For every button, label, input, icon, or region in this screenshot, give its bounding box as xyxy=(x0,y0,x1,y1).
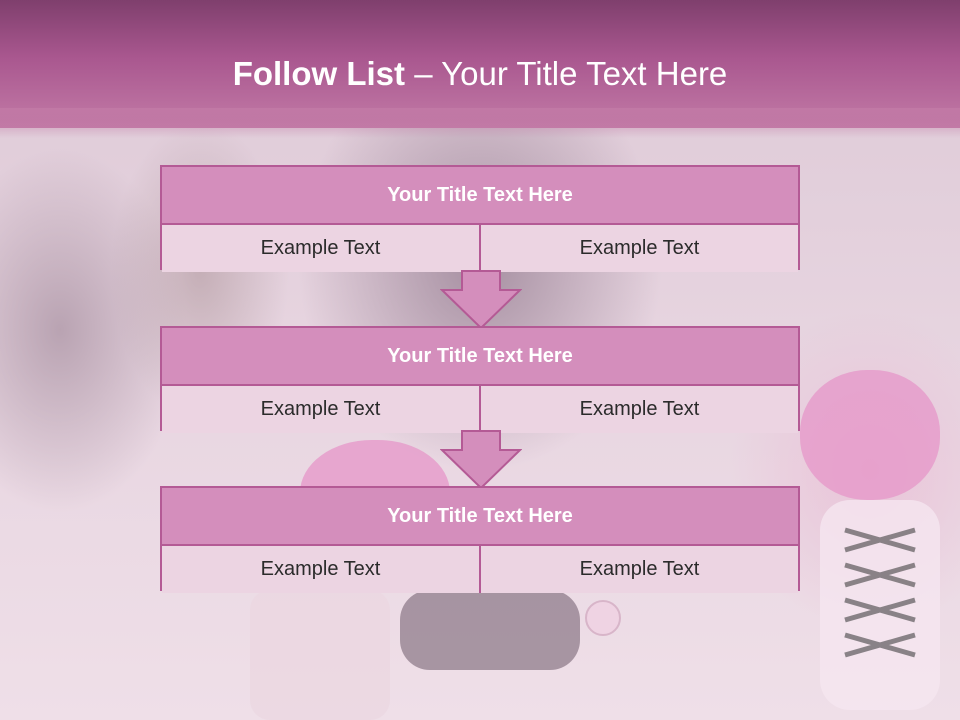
block-row: Example Text Example Text xyxy=(162,386,798,433)
list-block: Your Title Text Here Example Text Exampl… xyxy=(160,486,800,593)
block-cell-left: Example Text xyxy=(162,225,479,272)
block-title: Your Title Text Here xyxy=(162,488,798,546)
block-cell-left: Example Text xyxy=(162,386,479,433)
block-title: Your Title Text Here xyxy=(162,167,798,225)
block-title: Your Title Text Here xyxy=(162,328,798,386)
sweater-sleeve xyxy=(250,590,390,720)
skate-laces xyxy=(844,527,916,658)
header-fade xyxy=(0,108,960,138)
block-cell-right: Example Text xyxy=(479,546,798,593)
block-cell-right: Example Text xyxy=(479,225,798,272)
title-dash: – xyxy=(405,55,442,92)
header-band xyxy=(0,0,960,128)
list-block: Your Title Text Here Example Text Exampl… xyxy=(160,165,800,272)
block-cell-left: Example Text xyxy=(162,546,479,593)
list-block: Your Title Text Here Example Text Exampl… xyxy=(160,326,800,433)
dark-glove xyxy=(400,590,580,670)
title-bold: Follow List xyxy=(232,55,406,92)
title-rest: Your Title Text Here xyxy=(441,55,728,92)
slide-title: Follow List – Your Title Text Here xyxy=(0,55,960,93)
block-row: Example Text Example Text xyxy=(162,546,798,593)
block-cell-right: Example Text xyxy=(479,386,798,433)
ice-skate xyxy=(820,500,940,710)
coat-button xyxy=(585,600,621,636)
down-arrow-icon xyxy=(440,270,522,330)
down-arrow-icon xyxy=(440,430,522,490)
pink-mitten-right xyxy=(800,370,940,500)
block-row: Example Text Example Text xyxy=(162,225,798,272)
